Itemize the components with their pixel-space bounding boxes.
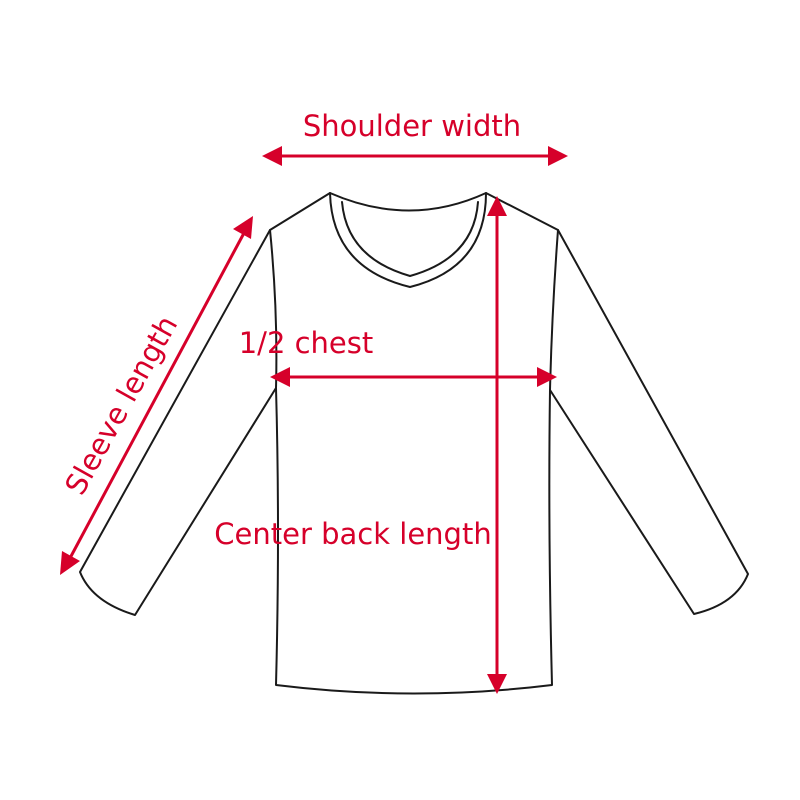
sleeve-length-line [67,232,246,561]
center-back-length-arrow-bottom [487,674,507,694]
shirt-body [269,192,559,695]
collar-inner [341,201,479,277]
right-sleeve [549,229,749,615]
center-back-length-label: Center back length [214,517,491,551]
left-sleeve [79,229,277,616]
center-back-length-measure: Center back length [214,196,507,694]
center-back-length-arrow-top [487,196,507,216]
half-chest-measure: 1/2 chest [239,326,557,387]
sleeve-length-label: Sleeve length [58,310,184,500]
shoulder-width-arrow-right [548,146,568,166]
shoulder-width-arrow-left [262,146,282,166]
sleeve-length-arrow-bottom [60,551,80,575]
half-chest-arrow-right [537,367,557,387]
half-chest-arrow-left [270,367,290,387]
shoulder-width-label: Shoulder width [303,109,521,143]
sleeve-length-arrow-top [233,216,253,239]
shoulder-width-measure: Shoulder width [262,109,568,166]
shirt-outline [79,192,749,695]
half-chest-label: 1/2 chest [239,326,374,360]
collar-band [329,192,487,288]
